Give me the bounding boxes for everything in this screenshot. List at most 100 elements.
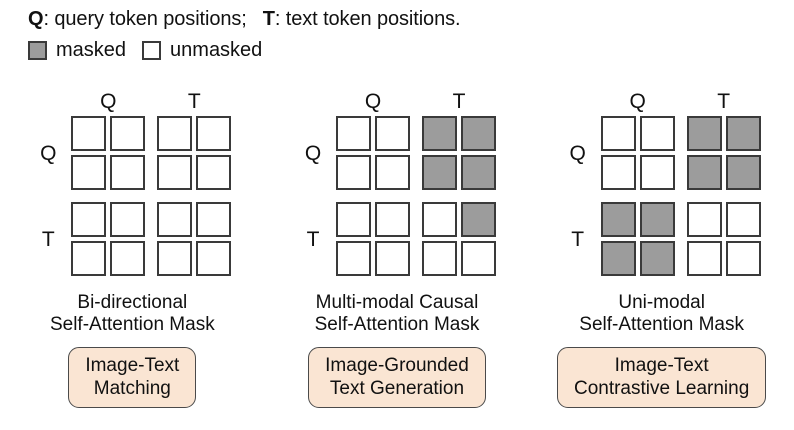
mask-quadrant-row	[71, 116, 232, 190]
mask-grid	[600, 112, 761, 276]
legend-query-description: : query token positions;	[43, 8, 247, 30]
legend-query-key: Q	[28, 8, 44, 30]
mask-cell-unmasked	[110, 241, 146, 276]
mask-cell-masked	[460, 116, 496, 151]
row-label-q: Q	[304, 141, 322, 165]
mask-cell-unmasked	[639, 116, 675, 151]
mask-cell-unmasked	[421, 241, 457, 276]
mask-cell-masked	[421, 116, 457, 151]
mask-cell-unmasked	[157, 202, 193, 237]
mask-cell-masked	[639, 202, 675, 237]
mask-cell-unmasked	[71, 241, 107, 276]
mask-quadrant-row	[335, 202, 496, 276]
mask-quadrant-t-q	[335, 202, 410, 276]
matrix-corner	[33, 86, 63, 112]
mask-cell-unmasked	[157, 241, 193, 276]
mask-cell-unmasked	[196, 202, 232, 237]
mask-cell-unmasked	[157, 155, 193, 190]
mask-cell-unmasked	[196, 155, 232, 190]
mask-caption: Multi-modal Causal Self-Attention Mask	[314, 292, 480, 335]
masked-swatch-label: masked	[56, 39, 127, 61]
mask-quadrant-t-q	[600, 202, 675, 276]
mask-quadrant-q-q	[335, 116, 410, 190]
mask-cell-unmasked	[374, 155, 410, 190]
mask-cell-masked	[460, 155, 496, 190]
row-label-t: T	[306, 227, 320, 251]
mask-caption: Bi-directional Self-Attention Mask	[49, 292, 215, 335]
column-label-q: Q	[629, 90, 646, 113]
mask-quadrant-t-q	[71, 202, 146, 276]
mask-cell-unmasked	[374, 116, 410, 151]
mask-quadrant-row	[71, 202, 232, 276]
mask-quadrant-t-t	[157, 202, 232, 276]
unmasked-swatch-icon	[142, 40, 162, 60]
objective-pill: Image-Grounded Text Generation	[308, 347, 486, 408]
column-label-q: Q	[100, 90, 117, 113]
matrix-corner	[298, 86, 328, 112]
legend-swatches: masked unmasked	[28, 37, 768, 63]
mask-cell-unmasked	[335, 116, 371, 151]
mask-cell-unmasked	[196, 241, 232, 276]
mask-cell-unmasked	[335, 202, 371, 237]
mask-cell-unmasked	[71, 202, 107, 237]
mask-cell-masked	[725, 155, 761, 190]
mask-cell-unmasked	[110, 116, 146, 151]
mask-cell-masked	[600, 202, 636, 237]
mask-cell-unmasked	[110, 202, 146, 237]
mask-quadrant-t-t	[686, 202, 761, 276]
mask-cell-unmasked	[686, 202, 722, 237]
objective-pill: Image-Text Contrastive Learning	[556, 347, 767, 408]
mask-quadrant-q-q	[600, 116, 675, 190]
mask-cell-unmasked	[71, 155, 107, 190]
mask-caption: Uni-modal Self-Attention Mask	[579, 292, 745, 335]
mask-quadrant-row	[335, 116, 496, 190]
legend-text-description: : text token positions.	[274, 8, 461, 30]
mask-quadrant-row	[600, 202, 761, 276]
masked-swatch-icon	[28, 40, 47, 60]
mask-cell-unmasked	[374, 241, 410, 276]
column-label-t: T	[717, 90, 731, 113]
mask-quadrant-q-t	[421, 116, 496, 190]
mask-cell-unmasked	[600, 155, 636, 190]
mask-cell-unmasked	[374, 202, 410, 237]
mask-quadrant-q-t	[686, 116, 761, 190]
legend-token-description: Q: query token positions; T: text token p…	[28, 6, 768, 32]
mask-quadrant-q-t	[157, 116, 232, 190]
mask-cell-masked	[725, 116, 761, 151]
mask-cell-unmasked	[421, 202, 457, 237]
column-label-t: T	[187, 90, 201, 113]
mask-cell-masked	[600, 241, 636, 276]
mask-cell-unmasked	[725, 202, 761, 237]
mask-cell-masked	[686, 155, 722, 190]
row-label-q: Q	[40, 141, 57, 165]
mask-cell-unmasked	[335, 241, 371, 276]
mask-quadrant-q-q	[71, 116, 146, 190]
mask-quadrant-t-t	[421, 202, 496, 276]
mask-cell-unmasked	[725, 241, 761, 276]
column-label-t: T	[452, 90, 466, 113]
mask-cell-unmasked	[600, 116, 636, 151]
matrix-corner	[563, 86, 593, 112]
mask-quadrant-row	[600, 116, 761, 190]
objective-pill: Image-Text Matching	[68, 347, 197, 408]
unmasked-swatch-label: unmasked	[170, 39, 263, 61]
mask-cell-unmasked	[639, 155, 675, 190]
mask-cell-unmasked	[71, 116, 107, 151]
mask-cell-masked	[686, 116, 722, 151]
mask-grid	[71, 112, 232, 276]
legend-text-key: T	[262, 8, 275, 30]
row-label-t: T	[571, 227, 585, 251]
